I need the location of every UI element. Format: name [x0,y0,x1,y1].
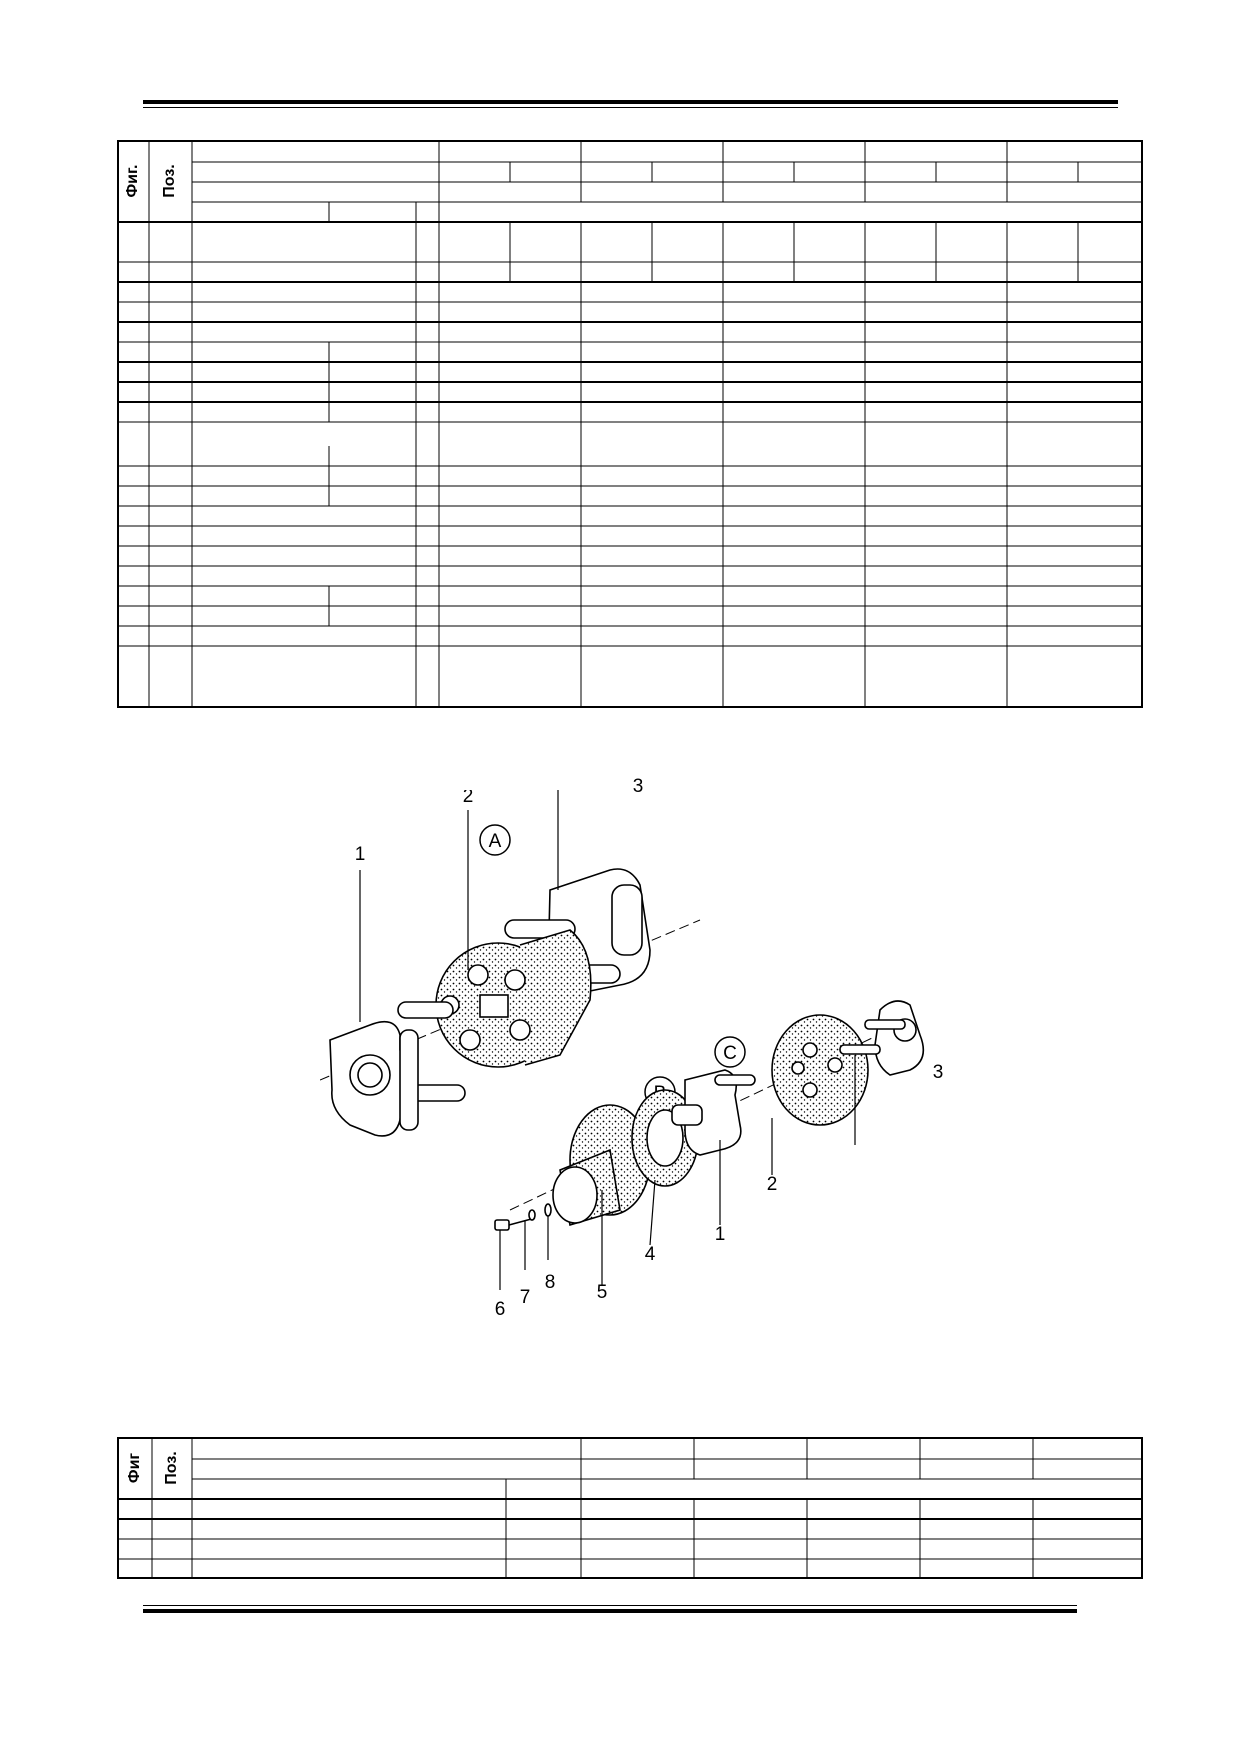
fig-column-label-lower: Фиг [126,1452,143,1484]
footer-rule-thick [143,1609,1077,1613]
callout-3-c: 3 [933,1062,944,1083]
callout-8: 8 [545,1272,556,1293]
coupling-illustration: A B C [319,780,944,1320]
lower-table-grid [119,1439,1141,1577]
coupling-exploded-drawing: A B C [319,776,1000,1350]
pos-column-label: Поз. [161,164,178,198]
footer-rule-thin [143,1605,1077,1606]
callout-6: 6 [495,1299,506,1320]
callout-3-a: 3 [633,776,644,797]
fig-column-label: Фиг. [124,164,141,198]
callout-3-a-holder: 3 [633,776,644,797]
upper-table-grid [119,142,1141,706]
callout-4: 4 [645,1244,656,1265]
pos-column-label-lower: Поз. [163,1451,180,1485]
callout-1-a: 1 [355,844,366,865]
callout-2-a: 2 [463,790,474,807]
variant-a-marker: A [479,824,511,856]
callout-1-c: 1 [715,1224,726,1245]
header-rule-thick [143,100,1118,104]
variant-c-label: C [723,1043,737,1064]
callout-5: 5 [597,1282,608,1303]
assembly-a [319,868,701,1137]
lower-parts-table: Фиг Поз. [117,1437,1143,1579]
variant-a-label: A [489,831,502,852]
assembly-bc [494,1000,925,1231]
callout-2-c: 2 [767,1174,778,1195]
upper-parts-table: Фиг. Поз. [117,140,1143,708]
leader-lines [359,780,856,1290]
variant-c-marker: C [714,1036,746,1068]
callout-7: 7 [520,1287,531,1308]
header-rule-thin [143,107,1118,108]
